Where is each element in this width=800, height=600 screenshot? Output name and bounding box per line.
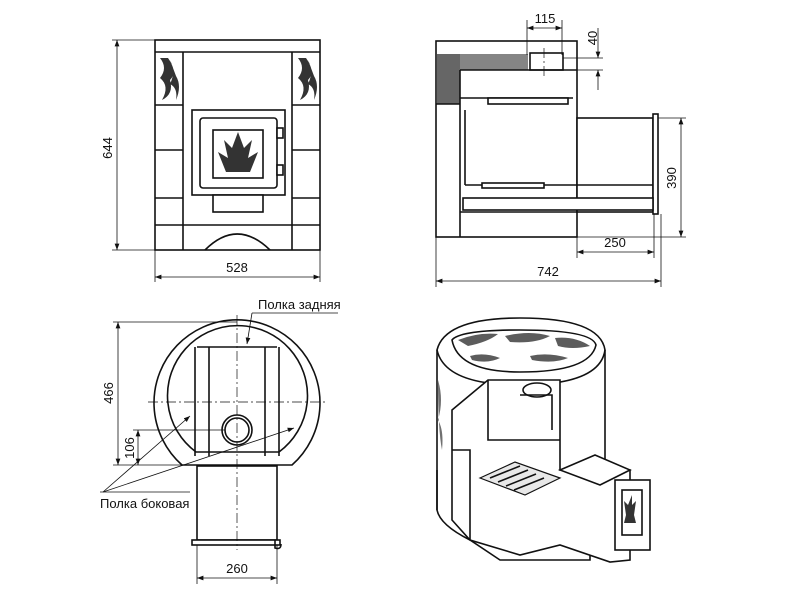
front-view: 644 528 <box>100 39 321 282</box>
top-view: 466 106 260 Полка задняя Полка боковая <box>100 297 341 584</box>
dim-front-width: 528 <box>226 260 248 275</box>
label-side-shelf: Полка боковая <box>100 496 189 511</box>
stone-pattern-left <box>160 58 179 100</box>
side-door <box>652 113 659 215</box>
side-view: 115 40 390 250 742 <box>435 11 686 287</box>
flame-icon <box>218 132 258 172</box>
dim-front-height: 644 <box>100 137 115 159</box>
dim-total-length: 742 <box>537 264 559 279</box>
isometric-view <box>436 317 651 563</box>
stone-pattern-right <box>298 58 317 100</box>
dim-firebox-length: 250 <box>604 235 626 250</box>
dim-top-depth: 466 <box>101 382 116 404</box>
dim-chimney-width: 115 <box>535 11 556 26</box>
dim-chimney-offset: 106 <box>122 437 137 459</box>
dim-chimney-height: 40 <box>585 31 600 45</box>
label-rear-shelf: Полка задняя <box>258 297 341 312</box>
dim-firebox-height: 390 <box>664 167 679 189</box>
chimney-socket <box>529 52 564 71</box>
ash-pit <box>212 194 264 213</box>
dim-firebox-width: 260 <box>226 561 248 576</box>
